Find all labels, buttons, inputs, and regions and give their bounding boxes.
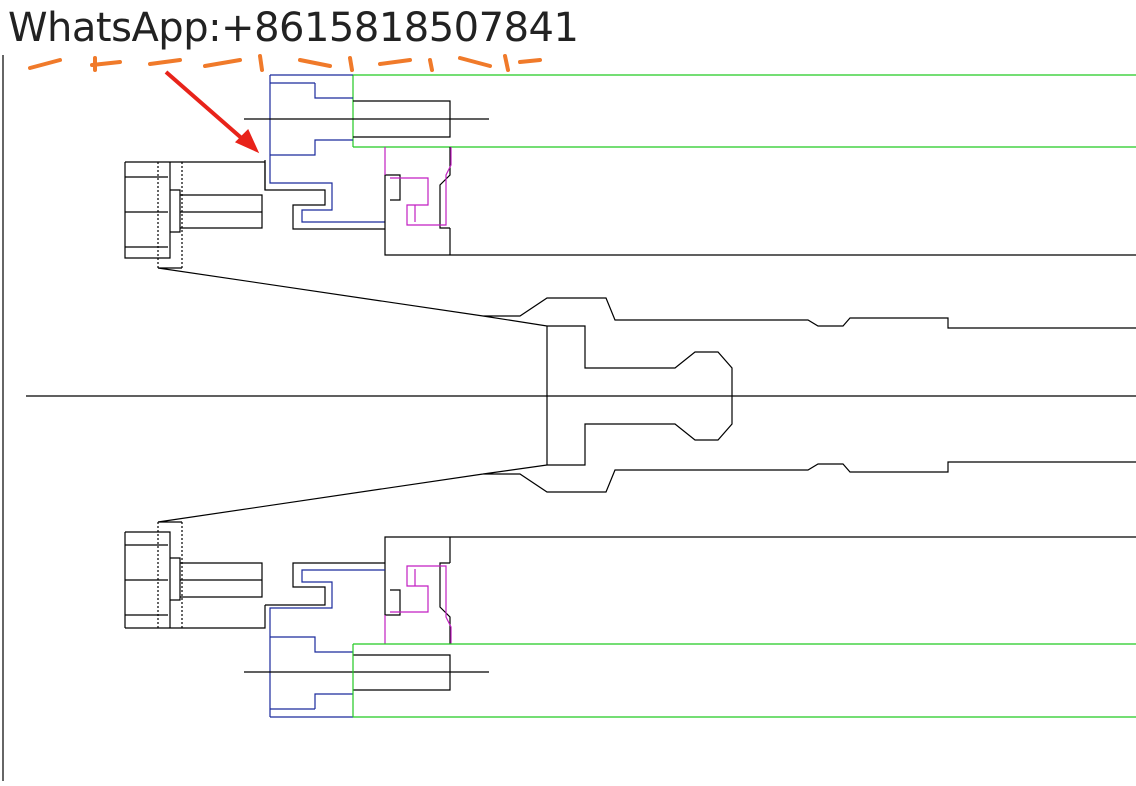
blue-collet-top bbox=[269, 74, 385, 223]
chuck-block-top bbox=[124, 161, 266, 259]
orange-scribble bbox=[28, 54, 542, 72]
profile-outline-bottom bbox=[265, 536, 1136, 644]
top-assembly bbox=[124, 74, 1136, 329]
magenta-insert-top bbox=[384, 147, 452, 226]
green-sleeve-bottom bbox=[352, 643, 1136, 718]
green-sleeve-top bbox=[352, 74, 1136, 148]
red-arrow-icon bbox=[164, 70, 260, 154]
whatsapp-watermark: WhatsApp:+8615818507841 bbox=[8, 5, 579, 51]
chuck-block-bottom bbox=[124, 531, 266, 629]
blue-collet-bottom bbox=[269, 569, 385, 718]
spindle-body bbox=[546, 325, 733, 466]
bottom-assembly bbox=[124, 461, 1136, 718]
magenta-insert-bottom bbox=[384, 565, 452, 644]
taper-line-top bbox=[157, 267, 1136, 329]
taper-line-bottom bbox=[157, 461, 1136, 523]
profile-outline-top bbox=[264, 147, 1136, 256]
